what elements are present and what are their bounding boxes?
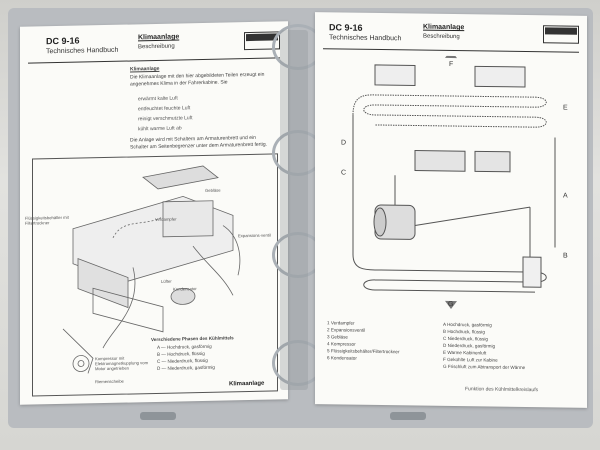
left-page-header: DC 9-16 Technisches Handbuch Klimaanlage… xyxy=(28,31,280,64)
diagram-letter-g: G xyxy=(448,301,453,308)
letter-item-e: E Warme Kabinenluft xyxy=(443,349,487,356)
legend-row-b: B — Hochdruck, flüssig xyxy=(157,350,205,357)
right-page: DC 9-16 Technisches Handbuch Klimaanlage… xyxy=(315,12,587,408)
label-geblaese: Gebläse xyxy=(205,187,221,193)
letter-item-g: G Frischluft zum Abtransport der Wärme xyxy=(443,363,526,371)
diagram-letter-a: A xyxy=(563,193,568,200)
brand-logo-right xyxy=(543,25,579,44)
bullet-4: kühlt warme Luft ab xyxy=(138,125,182,133)
left-section-title: Klimaanlage xyxy=(138,33,180,42)
aircon-illustration xyxy=(62,165,241,374)
diagram-letter-d: D xyxy=(341,139,346,146)
legend-text-c: Niederdruck, flüssig xyxy=(167,357,208,364)
label-luefter: Lüfter xyxy=(161,278,172,284)
letter-item-f: F Gekühlte Luft zur Kabine xyxy=(443,356,498,363)
left-page: DC 9-16 Technisches Handbuch Klimaanlage… xyxy=(20,21,288,405)
letter-item-c: C Niederdruck, flüssig xyxy=(443,335,488,342)
numbered-item-3: 3 Gebläse xyxy=(327,334,348,340)
right-page-header: DC 9-16 Technisches Handbuch Klimaanlage… xyxy=(323,22,579,53)
binder-foot-left xyxy=(140,412,176,420)
legend-code-d: D xyxy=(157,365,161,371)
legend-code-a: A xyxy=(157,344,160,350)
numbered-item-5: 5 Flüssigkeitsbehälter/Filtertrockner xyxy=(327,348,400,355)
tail-text: Die Anlage wird mit Schaltern am Armatur… xyxy=(130,134,268,151)
legend-row-d: D — Niederdruck, gasförmig xyxy=(157,364,215,371)
diagram-letter-c: C xyxy=(341,169,346,176)
intro-text: Die Klimaanlage mit den hier abgebildete… xyxy=(130,71,265,88)
legend-code-c: C xyxy=(157,358,161,364)
diagram-letter-f: F xyxy=(449,61,453,68)
diagram-letter-e: E xyxy=(563,105,568,112)
left-doc-code: DC 9-16 xyxy=(46,35,80,47)
letter-item-d: D Niederdruck, gasförmig xyxy=(443,342,496,349)
label-verdampfer: Verdampfer xyxy=(155,216,177,222)
numbered-item-2: 2 Expansionsventil xyxy=(327,327,366,333)
left-figure-caption: Klimaanlage xyxy=(229,380,265,388)
left-doc-subtitle: Technisches Handbuch xyxy=(46,46,119,56)
label-kondensator: Kondensator xyxy=(173,286,197,292)
right-doc-subtitle: Technisches Handbuch xyxy=(329,34,402,43)
label-riemenscheibe: Riemenscheibe xyxy=(95,378,124,385)
label-kompressor: Kompressor mit Elektromagnetkupplung vom… xyxy=(95,355,149,372)
label-fluessigkeitsbehaelter: Flüssigkeitsbehälter mit Filtertrockner xyxy=(25,214,69,226)
letter-item-b: B Hochdruck, flüssig xyxy=(443,328,485,335)
right-section-title: Klimaanlage xyxy=(423,23,465,32)
refrigerant-circuit-diagram: F E A B C D G xyxy=(341,54,568,309)
bullet-2: entfeuchtet feuchte Luft xyxy=(138,105,191,113)
legend-text-a: Hochdruck, gasförmig xyxy=(166,343,212,350)
legend-code-b: B xyxy=(157,351,161,357)
numbered-item-1: 1 Verdampfer xyxy=(327,320,355,326)
legend-text-b: Hochdruck, flüssig xyxy=(167,350,205,357)
binder-spine xyxy=(280,30,308,390)
numbered-item-6: 6 Kondensator xyxy=(327,355,357,361)
aircon-figure-frame: Gebläse Verdampfer Flüssigkeitsbehälter … xyxy=(25,153,278,397)
letter-item-a: A Hochdruck, gasförmig xyxy=(443,321,492,328)
left-section-sub: Beschreibung xyxy=(138,43,175,51)
legend-text-d: Niederdruck, gasförmig xyxy=(167,364,215,371)
bullet-3: reinigt verschmutzte Luft xyxy=(138,115,193,123)
right-doc-code: DC 9-16 xyxy=(329,22,363,33)
right-section-sub: Beschreibung xyxy=(423,33,460,41)
binder-foot-right xyxy=(390,412,426,420)
bullet-1: erwärmt kalte Luft xyxy=(138,95,178,103)
label-expansionsventil: Expansions-ventil xyxy=(238,232,271,239)
diagram-letter-b: B xyxy=(563,253,568,260)
numbered-item-4: 4 Kompressor xyxy=(327,341,356,347)
right-figure-caption: Funktion des Kühlmittelkreislaufs xyxy=(465,386,539,394)
